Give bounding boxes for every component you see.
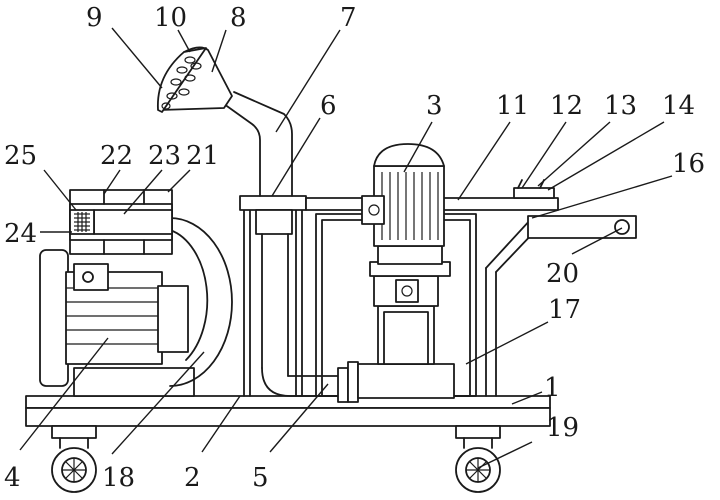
callout-4: 4 <box>4 463 21 493</box>
callout-7: 7 <box>340 3 357 33</box>
callout-3: 3 <box>426 91 443 121</box>
callout-17: 17 <box>548 295 581 325</box>
volute-duct <box>169 217 233 387</box>
callout-23: 23 <box>148 141 181 171</box>
support-arm <box>485 215 637 397</box>
wheel-left <box>51 425 97 493</box>
callout-18: 18 <box>102 463 135 493</box>
callout-6: 6 <box>320 91 337 121</box>
callout-11: 11 <box>496 91 529 121</box>
callout-5: 5 <box>252 463 269 493</box>
callout-10: 10 <box>154 3 187 33</box>
callout-9: 9 <box>86 3 103 33</box>
callout-14: 14 <box>662 91 695 121</box>
suction-pipe <box>223 91 339 397</box>
base-plate <box>25 395 551 427</box>
fan-motor <box>39 249 195 397</box>
callout-12: 12 <box>550 91 583 121</box>
callout-24: 24 <box>4 219 37 249</box>
pump-body <box>337 275 455 403</box>
callout-2: 2 <box>184 463 201 493</box>
leader-lines <box>19 27 673 469</box>
callout-8: 8 <box>230 3 247 33</box>
vertical-motor <box>361 143 451 277</box>
callout-22: 22 <box>100 141 133 171</box>
callout-19: 19 <box>546 413 579 443</box>
callout-21: 21 <box>186 141 219 171</box>
callout-labels: 1 2 3 4 5 6 7 8 9 10 11 12 13 14 16 17 1… <box>4 3 705 493</box>
wheel-right <box>455 425 501 493</box>
suction-hood <box>157 46 233 113</box>
frame-uprights <box>243 209 303 397</box>
callout-13: 13 <box>604 91 637 121</box>
filter-box <box>69 189 173 255</box>
callout-1: 1 <box>544 373 561 403</box>
callout-20: 20 <box>546 259 579 289</box>
callout-25: 25 <box>4 141 37 171</box>
callout-16: 16 <box>672 149 705 179</box>
